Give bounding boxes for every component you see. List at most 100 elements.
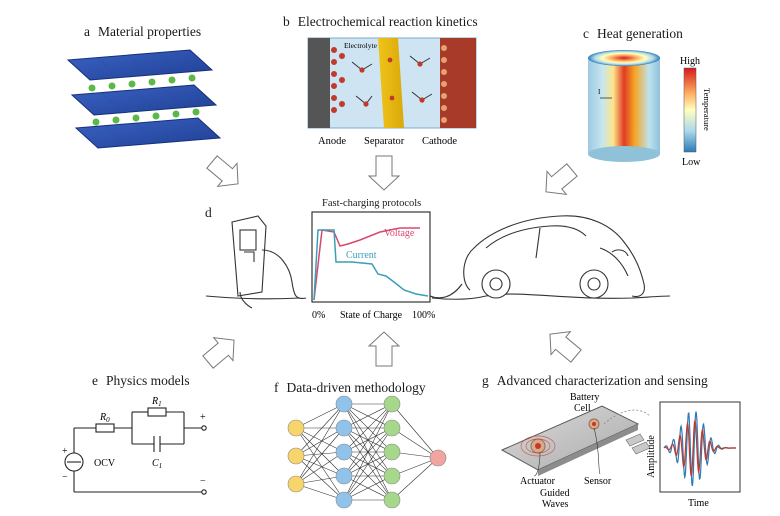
arrow-a-to-d xyxy=(206,155,239,187)
actuator-label: Actuator xyxy=(520,476,556,487)
guided-wave-rings xyxy=(520,435,556,457)
nn-connection xyxy=(343,403,393,477)
x-axis-end: 100% xyxy=(412,310,435,321)
nn-node-hidden2-3 xyxy=(383,467,401,485)
temperature-colorbar xyxy=(683,67,697,153)
nn-connection xyxy=(343,427,393,501)
actuator-pointer xyxy=(533,451,541,477)
waves-label: Waves xyxy=(542,499,569,510)
nn-node-hidden1-3 xyxy=(335,467,353,485)
charger-screen xyxy=(239,229,257,251)
electrolyte-ions xyxy=(359,57,425,107)
cathode-label: Cathode xyxy=(422,136,457,147)
cylinder-body xyxy=(588,58,660,154)
nn-connection xyxy=(295,427,345,485)
arrow-b-to-d xyxy=(367,155,401,191)
nn-connection xyxy=(343,403,393,501)
terminal-negative xyxy=(201,489,207,495)
charging-cable-left xyxy=(261,249,307,300)
cathode-particles xyxy=(441,45,447,123)
electrolyte-label: Electrolyte xyxy=(344,41,378,50)
car-rear-wheel xyxy=(481,269,511,299)
cell-label: Cell xyxy=(574,403,591,414)
nn-connection xyxy=(391,403,439,459)
colorbar-axis-label: Temperature xyxy=(702,88,712,131)
nn-node-input-1 xyxy=(287,447,305,465)
panel-d-charging-scene xyxy=(205,215,671,309)
nn-connection xyxy=(391,427,439,459)
terminal-plus: + xyxy=(200,412,206,423)
arrow-e-to-d xyxy=(202,337,235,369)
nn-connection xyxy=(295,403,345,485)
battery-tab-2 xyxy=(631,441,651,455)
nn-node-hidden1-1 xyxy=(335,419,353,437)
arrow-f-to-d xyxy=(367,331,401,367)
nn-node-hidden2-0 xyxy=(383,395,401,413)
nn-connection xyxy=(343,403,393,453)
layer-3 xyxy=(74,117,222,149)
ion-row-2 xyxy=(92,108,200,126)
nn-connection xyxy=(343,475,393,501)
nn-node-hidden2-2 xyxy=(383,443,401,461)
ground-line-right xyxy=(431,293,671,300)
nn-connection xyxy=(295,451,345,485)
nn-connection xyxy=(295,483,345,501)
charger-base xyxy=(239,291,253,309)
voltage-label: Voltage xyxy=(384,228,415,239)
probe-mark: I xyxy=(598,88,601,96)
waveform-red xyxy=(663,418,736,476)
panel-g-sensing: Battery Cell Actuator Guided Waves Senso… xyxy=(500,392,741,510)
sensor-core xyxy=(592,422,596,426)
ground-line-left xyxy=(205,295,301,300)
car-body xyxy=(463,215,645,298)
source-minus: − xyxy=(62,472,68,483)
amplitude-label: Amplitude xyxy=(646,435,657,478)
r0-label: R0 xyxy=(99,412,110,424)
current-label: Current xyxy=(346,250,377,261)
terminal-minus: − xyxy=(200,476,206,487)
current-curve xyxy=(313,229,429,301)
cylinder-top xyxy=(588,50,660,66)
battery-tab-1 xyxy=(625,433,645,447)
nn-connection xyxy=(295,427,345,501)
nn-node-hidden1-0 xyxy=(335,395,353,413)
car-door-line xyxy=(535,227,541,259)
arrow-c-to-d xyxy=(545,163,578,195)
nn-node-hidden1-2 xyxy=(335,443,353,461)
nn-connection xyxy=(343,403,393,429)
nn-connection xyxy=(295,403,345,457)
r1-label: R1 xyxy=(151,396,162,408)
nn-node-input-0 xyxy=(287,419,305,437)
arrow-g-to-d xyxy=(549,331,582,363)
panel-c-cylinder: I High Low Temperature xyxy=(588,50,712,168)
separator-label: Separator xyxy=(364,136,405,147)
layer-grid-lines xyxy=(97,52,189,147)
terminal-positive xyxy=(201,425,207,431)
panel-b-cell: Electrolyte Anode Separator Cathode xyxy=(307,37,477,147)
car-headlight xyxy=(611,249,629,257)
guided-label: Guided xyxy=(540,488,569,499)
anode-plate xyxy=(308,38,330,128)
source-plus: + xyxy=(62,446,68,457)
layer-1 xyxy=(66,49,214,81)
resistor-r1 xyxy=(147,407,167,417)
ocv-label: OCV xyxy=(94,458,116,469)
nn-node-hidden2-4 xyxy=(383,491,401,509)
car-hood-line xyxy=(599,247,629,277)
nn-connection xyxy=(295,455,345,477)
charging-cable-right xyxy=(429,283,463,299)
colorbar-high: High xyxy=(680,56,700,67)
cylinder-bottom xyxy=(588,146,660,162)
panel-a-layered-structure xyxy=(66,49,222,149)
nn-connection xyxy=(295,427,345,457)
sensor-label: Sensor xyxy=(584,476,612,487)
anode-label: Anode xyxy=(318,136,346,147)
actuator-core xyxy=(535,443,541,449)
sensor-pointer xyxy=(593,427,601,475)
